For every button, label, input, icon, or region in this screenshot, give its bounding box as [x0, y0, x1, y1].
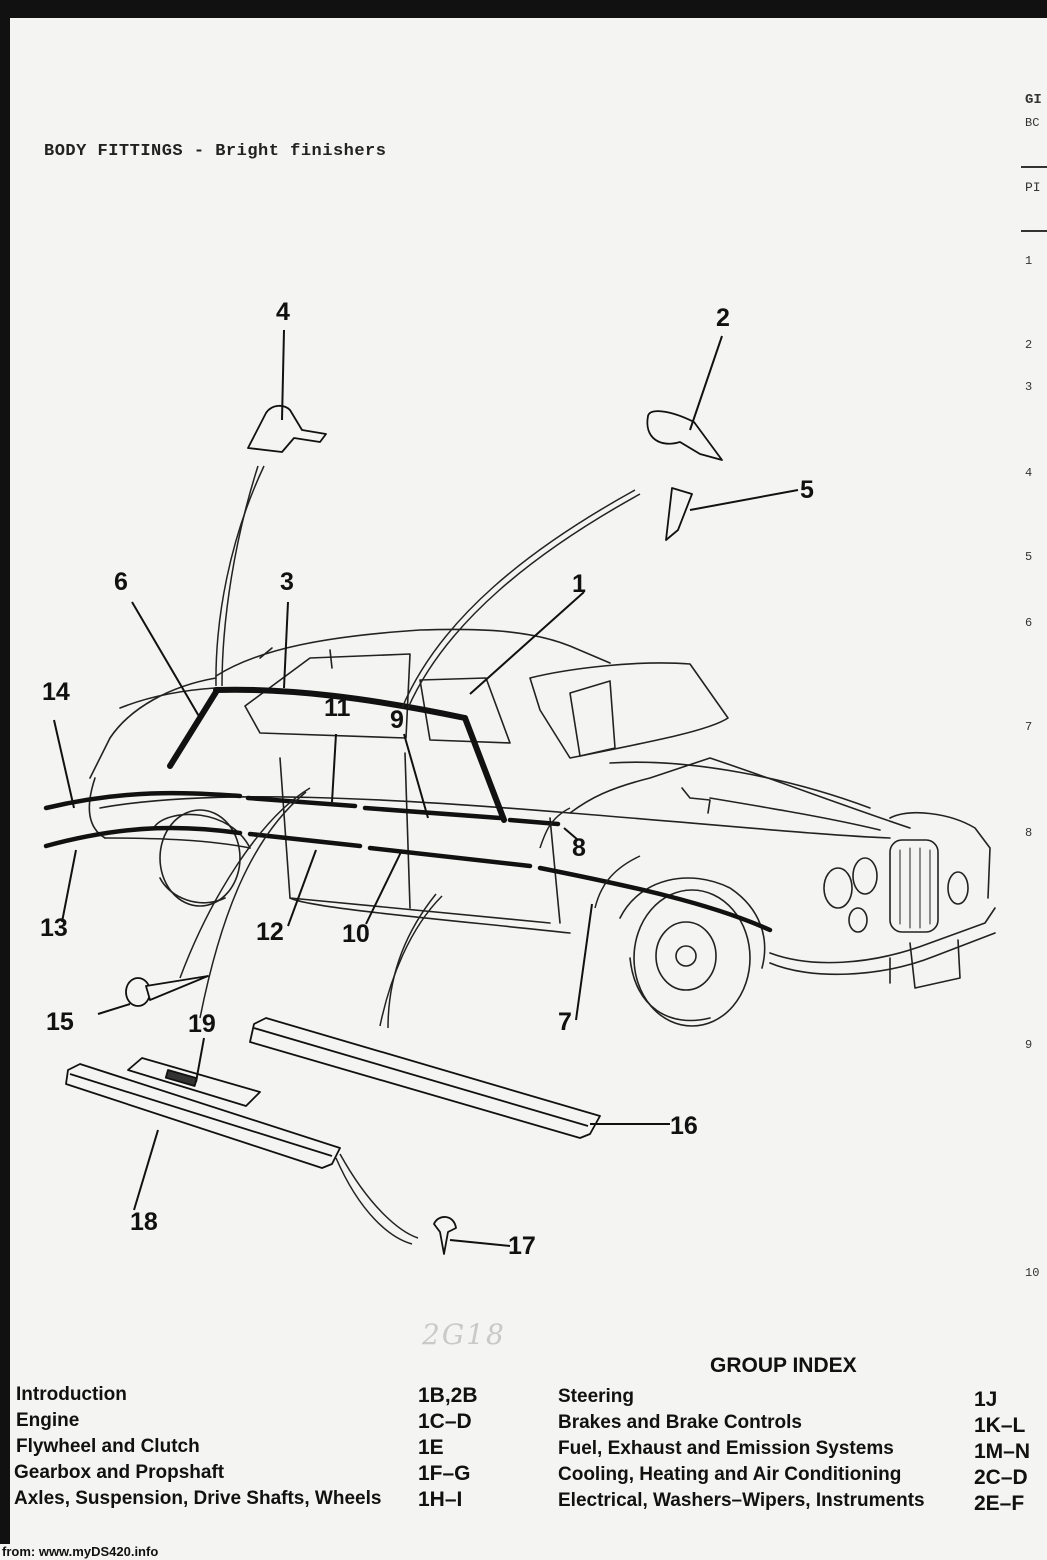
callout-9: 9: [390, 706, 404, 734]
catalogue-page: BODY FITTINGS - Bright finishers GI BC P…: [10, 18, 1047, 1545]
callout-1: 1: [572, 570, 586, 598]
right-row-number: 7: [1025, 720, 1033, 734]
loose-parts: [65, 404, 723, 1255]
index-label: Steering: [558, 1386, 635, 1407]
index-code: 1C–D: [418, 1410, 472, 1433]
right-row-number: 5: [1025, 550, 1033, 564]
callout-16: 16: [670, 1112, 698, 1140]
source-footer: from: www.myDS420.info: [0, 1544, 1047, 1560]
callout-11: 11: [324, 694, 351, 722]
index-label: Engine: [16, 1410, 80, 1431]
index-code: 1M–N: [974, 1440, 1031, 1463]
callout-13: 13: [40, 914, 68, 942]
right-row-number: 6: [1025, 616, 1033, 630]
index-label: Brakes and Brake Controls: [558, 1412, 802, 1433]
callout-labels: 1 2 3 4 5 6 7 8 9 10 11 12 13 14 15 16 1…: [40, 298, 814, 1260]
car-body-outline: [88, 628, 996, 1027]
right-header-line1: GI: [1025, 92, 1042, 108]
handwritten-page-ref: 2G18: [422, 1318, 506, 1351]
index-code: 1F–G: [418, 1462, 471, 1485]
callout-6: 6: [114, 568, 128, 596]
index-code: 1B,2B: [418, 1384, 478, 1407]
callout-5: 5: [800, 476, 814, 504]
right-row-number: 1: [1025, 254, 1033, 268]
callout-15: 15: [46, 1008, 74, 1036]
leader-lines: [53, 329, 799, 1247]
clip-part-2: [646, 410, 723, 461]
right-row-number: 3: [1025, 380, 1033, 394]
callout-2: 2: [716, 304, 730, 332]
right-margin-column: GI BC PI 1 2 3 4 5 6 7 8 9 10: [1021, 18, 1047, 1358]
callout-17: 17: [508, 1232, 536, 1260]
right-row-number: 10: [1025, 1266, 1040, 1280]
exploded-lines: [179, 465, 641, 1245]
callout-3: 3: [280, 568, 294, 596]
callout-14: 14: [42, 678, 70, 706]
callout-19: 19: [188, 1010, 216, 1038]
right-row-number: 8: [1025, 826, 1033, 840]
index-code: 1K–L: [974, 1414, 1026, 1437]
stud-part-15: [125, 977, 151, 1007]
index-code: 1J: [974, 1388, 998, 1411]
finisher-strips: [43, 686, 773, 933]
callout-12: 12: [256, 918, 284, 946]
group-index-title: GROUP INDEX: [710, 1354, 857, 1377]
right-row-number: 4: [1025, 466, 1033, 480]
screw-part-17: [433, 1216, 457, 1255]
right-row-number: 9: [1025, 1038, 1033, 1052]
rivet-part-5: [665, 487, 693, 541]
index-label: Gearbox and Propshaft: [14, 1462, 225, 1483]
right-row-number: 2: [1025, 338, 1033, 352]
callout-7: 7: [558, 1008, 572, 1036]
callout-18: 18: [130, 1208, 158, 1236]
index-code: 2E–F: [974, 1492, 1025, 1515]
right-column-rule: [1021, 230, 1047, 232]
index-code: 1H–I: [418, 1488, 463, 1511]
index-label: Electrical, Washers–Wipers, Instruments: [558, 1490, 925, 1511]
index-label: Cooling, Heating and Air Conditioning: [558, 1464, 902, 1485]
page-title: BODY FITTINGS - Bright finishers: [44, 142, 387, 161]
right-header-line2: BC: [1025, 116, 1040, 130]
index-label: Axles, Suspension, Drive Shafts, Wheels: [14, 1488, 382, 1509]
right-header-rule: [1021, 166, 1047, 168]
callout-4: 4: [276, 298, 290, 326]
callout-10: 10: [342, 920, 370, 948]
index-code: 2C–D: [974, 1466, 1028, 1489]
index-label: Fuel, Exhaust and Emission Systems: [558, 1438, 894, 1459]
exploded-parts-diagram: 1 2 3 4 5 6 7 8 9 10 11 12 13 14 15 16 1…: [40, 298, 996, 1260]
index-label: Introduction: [16, 1384, 127, 1405]
clip-part-4: [247, 404, 327, 453]
right-header-line3: PI: [1025, 180, 1041, 195]
index-label: Flywheel and Clutch: [16, 1436, 200, 1457]
index-code: 1E: [418, 1436, 444, 1459]
callout-8: 8: [572, 834, 586, 862]
